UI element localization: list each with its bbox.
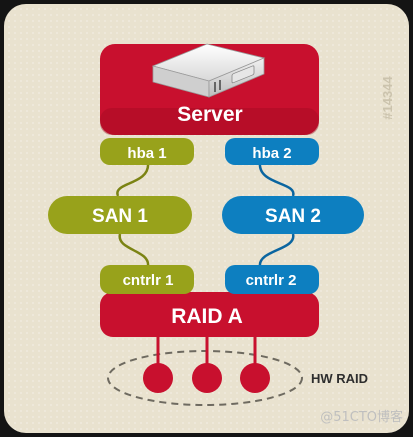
raid-label: RAID A bbox=[171, 305, 243, 328]
cntrlr-1-label: cntrlr 1 bbox=[123, 272, 174, 289]
san-1: SAN 1 bbox=[48, 196, 192, 234]
san-2-label: SAN 2 bbox=[265, 206, 321, 227]
cntrlr-2: cntrlr 2 bbox=[225, 265, 319, 294]
hba-1: hba 1 bbox=[100, 138, 194, 165]
hba-1-label: hba 1 bbox=[127, 145, 166, 162]
hba-1-box bbox=[100, 138, 194, 165]
watermark: @51CTO博客 bbox=[320, 410, 403, 425]
wire-san1-cntrlr1 bbox=[118, 233, 150, 267]
server-label: Server bbox=[177, 103, 242, 126]
connector-wires bbox=[116, 162, 295, 267]
cntrlr-2-box bbox=[225, 265, 319, 294]
hba-2-label: hba 2 bbox=[252, 145, 291, 162]
san-2: SAN 2 bbox=[222, 196, 364, 234]
san-1-label: SAN 1 bbox=[92, 206, 148, 227]
wire-san2-cntrlr2 bbox=[258, 233, 295, 267]
hw-raid-label: HW RAID bbox=[311, 371, 368, 386]
hw-raid-dashed-outline bbox=[107, 350, 303, 406]
wire-hba2-san2 bbox=[258, 162, 295, 197]
san-1-box bbox=[48, 196, 192, 234]
san-2-box bbox=[222, 196, 364, 234]
disk-1 bbox=[143, 363, 173, 393]
figure-id: #14344 bbox=[380, 76, 395, 120]
raid-box bbox=[100, 292, 319, 337]
cntrlr-1: cntrlr 1 bbox=[100, 265, 194, 294]
cntrlr-2-label: cntrlr 2 bbox=[246, 272, 297, 289]
hba-2: hba 2 bbox=[225, 138, 319, 165]
hba-2-box bbox=[225, 138, 319, 165]
cntrlr-1-box bbox=[100, 265, 194, 294]
disk-3 bbox=[240, 363, 270, 393]
disk-2 bbox=[192, 363, 222, 393]
raid-node: RAID A bbox=[100, 292, 319, 337]
server-node: Server bbox=[100, 43, 319, 135]
server-box-shade bbox=[100, 108, 319, 135]
wire-hba1-san1 bbox=[116, 162, 150, 197]
hw-raid-group: HW RAID bbox=[107, 336, 368, 406]
server-icon bbox=[151, 43, 266, 98]
